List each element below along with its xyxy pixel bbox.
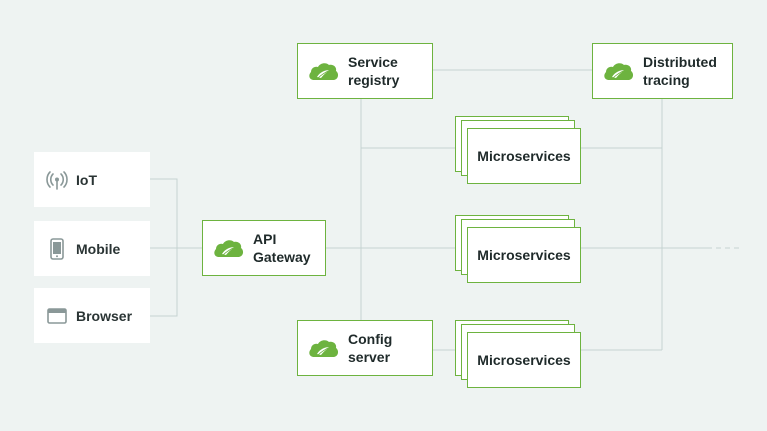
microservices-label: Microservices	[477, 352, 571, 368]
browser-window-icon	[46, 305, 68, 327]
spring-leaf-icon	[213, 236, 245, 260]
antenna-icon	[46, 169, 68, 191]
microservices-label: Microservices	[477, 247, 571, 263]
mobile-phone-icon	[46, 237, 68, 260]
client-label: Browser	[76, 307, 133, 324]
microservices-stack-top: Microservices	[455, 116, 585, 184]
client-label: IoT	[76, 171, 97, 188]
config-server-box: Config server	[297, 320, 433, 376]
config-server-label: Config server	[348, 331, 393, 365]
spring-leaf-icon	[308, 336, 340, 360]
client-mobile: Mobile	[34, 221, 150, 276]
spring-leaf-icon	[603, 59, 635, 83]
distributed-tracing-box: Distributed tracing	[592, 43, 733, 99]
api-gateway-box: API Gateway	[202, 220, 326, 276]
microservices-stack-middle: Microservices	[455, 215, 585, 283]
spring-leaf-icon	[308, 59, 340, 83]
client-iot: IoT	[34, 152, 150, 207]
microservices-label: Microservices	[477, 148, 571, 164]
microservices-stack-bottom: Microservices	[455, 320, 585, 388]
microservice-card-front: Microservices	[467, 128, 581, 184]
microservice-card-front: Microservices	[467, 227, 581, 283]
microservice-card-front: Microservices	[467, 332, 581, 388]
client-label: Mobile	[76, 240, 121, 257]
distributed-tracing-label: Distributed tracing	[643, 54, 717, 88]
service-registry-box: Service registry	[297, 43, 433, 99]
service-registry-label: Service registry	[348, 54, 400, 88]
client-browser: Browser	[34, 288, 150, 343]
api-gateway-label: API Gateway	[253, 231, 311, 265]
